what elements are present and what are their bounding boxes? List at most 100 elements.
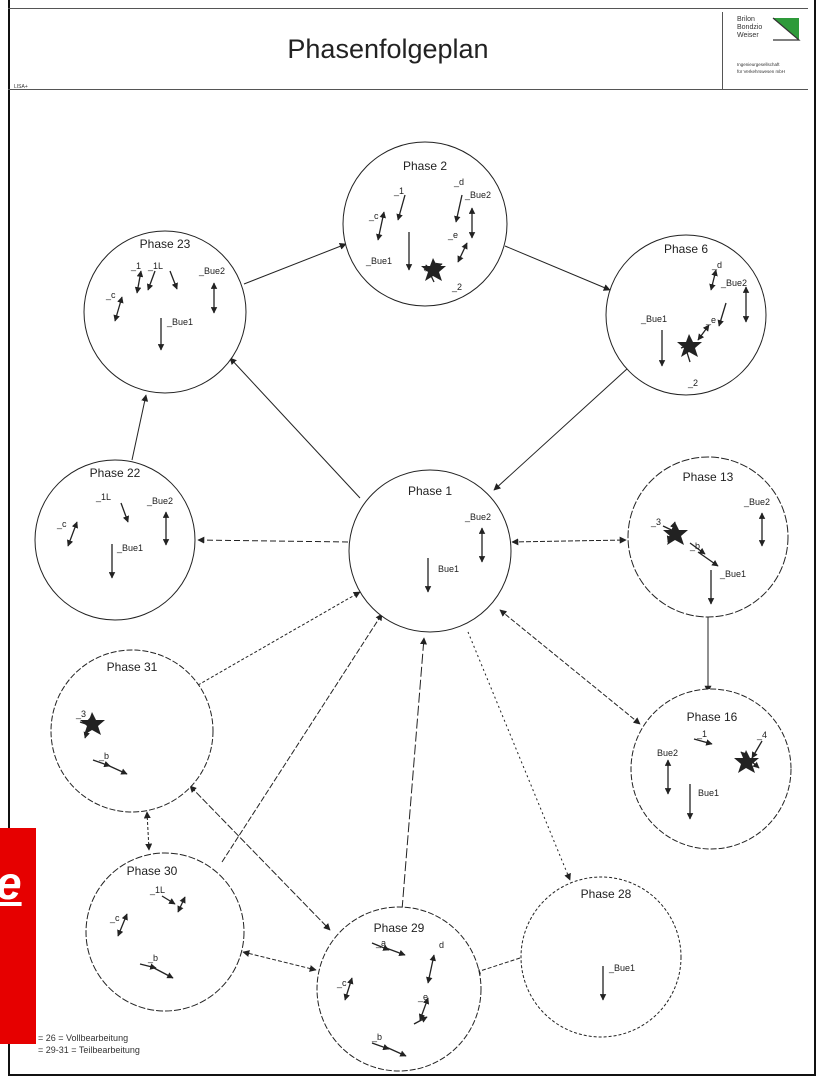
legend: = 26 = Vollbearbeitung = 29-31 = Teilbea… xyxy=(38,1032,140,1056)
pedestrian-star-icon xyxy=(80,712,105,735)
signal-label: Bue2 xyxy=(657,748,678,758)
signal-label: _Bue1 xyxy=(719,569,746,579)
transition-23-2 xyxy=(243,243,347,285)
pedestrian-star-icon xyxy=(663,522,688,545)
signal-arrow xyxy=(454,194,463,223)
signal-arrow xyxy=(418,997,430,1021)
signal-label: _d xyxy=(711,260,722,270)
phase-label: Phase 28 xyxy=(581,887,632,901)
phase-label: Phase 23 xyxy=(140,237,191,251)
signal-arrow xyxy=(457,242,468,263)
transition-1-22 xyxy=(197,536,349,544)
signal-arrow xyxy=(117,913,128,937)
signal-arrow xyxy=(413,1016,428,1025)
signal-label: _4 xyxy=(756,730,767,740)
signal-labels: _1 _d _Bue2 _c _e _Bue1 _2 _1 _1L _Bue2 … xyxy=(56,177,770,1042)
transition-arrows xyxy=(131,243,712,975)
signal-label: _1 xyxy=(696,729,707,739)
signal-star-glyphs xyxy=(80,258,759,773)
signal-arrow xyxy=(717,302,727,327)
signal-label: _2 xyxy=(687,378,698,388)
phase-circle-23 xyxy=(83,230,247,394)
signal-label: _2 xyxy=(451,282,462,292)
transition-22-23 xyxy=(131,394,149,461)
phase-label: Phase 6 xyxy=(664,242,708,256)
signal-label: Bue1 xyxy=(698,788,719,798)
logo-mark-icon xyxy=(772,17,801,41)
legend-row: = 26 = Vollbearbeitung xyxy=(38,1033,129,1043)
title-block: Phasenfolgeplan xyxy=(8,8,808,90)
signal-label: Bue1 xyxy=(438,564,459,574)
transition-1-28 xyxy=(467,631,571,881)
signal-label: _b xyxy=(371,1032,382,1042)
transition-1-13 xyxy=(511,536,627,546)
phase-circle-22 xyxy=(34,459,196,621)
signal-label: _3 xyxy=(75,709,86,719)
pedestrian-star-icon xyxy=(421,258,446,281)
signal-arrow xyxy=(426,954,436,984)
signal-label: d xyxy=(439,940,444,950)
signal-label: _3 xyxy=(650,517,661,527)
transition-31-30 xyxy=(143,811,153,851)
signal-label: _1 xyxy=(393,186,404,196)
signal-arrow xyxy=(709,269,718,291)
phase-label: Phase 1 xyxy=(408,484,452,498)
phase-circle-30 xyxy=(85,852,245,1012)
pedestrian-star-icon xyxy=(677,334,702,357)
signal-arrow xyxy=(139,963,157,970)
signal-label: _Bue2 xyxy=(464,190,491,200)
signal-label: _a xyxy=(375,938,386,948)
phase-label: Phase 2 xyxy=(403,159,447,173)
signal-arrow xyxy=(697,551,719,567)
signal-arrow xyxy=(385,1046,407,1057)
signal-label: _1L xyxy=(147,261,163,271)
signal-label: _Bue2 xyxy=(464,512,491,522)
transition-1-16 xyxy=(499,609,641,725)
pedestrian-star-icon xyxy=(734,750,759,773)
signal-label: _c xyxy=(56,519,67,529)
document-tag: LISA+ xyxy=(14,84,28,90)
signal-label: _Bue2 xyxy=(720,278,747,288)
phase-circle-1 xyxy=(348,469,512,633)
signal-label: _e xyxy=(705,315,716,325)
signal-label: _b xyxy=(147,953,158,963)
signal-arrow xyxy=(104,763,128,775)
signal-arrow xyxy=(371,942,390,951)
signal-label: _e xyxy=(447,230,458,240)
phase-titles: Phase 2 Phase 23 Phase 6 Phase 22 Phase … xyxy=(90,159,738,935)
signal-label: _Bue1 xyxy=(116,543,143,553)
company-line-2: Bondzio xyxy=(737,24,763,31)
company-logo: Brilon Bondzio Weiser Ingenieurgesellsch… xyxy=(722,12,806,90)
phase-circle-2 xyxy=(342,141,508,307)
signal-label: _Bue1 xyxy=(365,256,392,266)
side-tab[interactable]: e xyxy=(0,828,36,1044)
phase-label: Phase 13 xyxy=(683,470,734,484)
phase-circle-16 xyxy=(630,688,792,850)
signal-label: _Bue1 xyxy=(608,963,635,973)
signal-arrow xyxy=(67,521,78,547)
transition-28-29 xyxy=(473,957,521,975)
page-title: Phasenfolgeplan xyxy=(287,34,489,64)
signal-arrow xyxy=(161,895,176,905)
transition-31-29 xyxy=(189,785,331,931)
phase-label: Phase 31 xyxy=(107,660,158,674)
signal-label: _Bue1 xyxy=(640,314,667,324)
signal-label: _1 xyxy=(130,261,141,271)
signal-label: _Bue1 xyxy=(166,317,193,327)
phase-circle-28 xyxy=(520,876,682,1038)
signal-arrow xyxy=(146,270,156,291)
signal-arrow xyxy=(169,270,178,290)
signal-label: _e xyxy=(417,992,428,1002)
signal-label: _1L xyxy=(149,885,165,895)
phase-nodes xyxy=(34,141,792,1072)
signal-arrow xyxy=(376,211,386,241)
phase-label: Phase 29 xyxy=(374,921,425,935)
signal-arrow xyxy=(689,542,706,555)
phase-circle-31 xyxy=(50,649,214,813)
signal-arrow xyxy=(343,977,354,1001)
signal-arrow xyxy=(177,896,186,913)
signal-arrow xyxy=(396,194,406,221)
signal-label: _1L xyxy=(95,492,111,502)
signal-arrow xyxy=(697,324,710,341)
